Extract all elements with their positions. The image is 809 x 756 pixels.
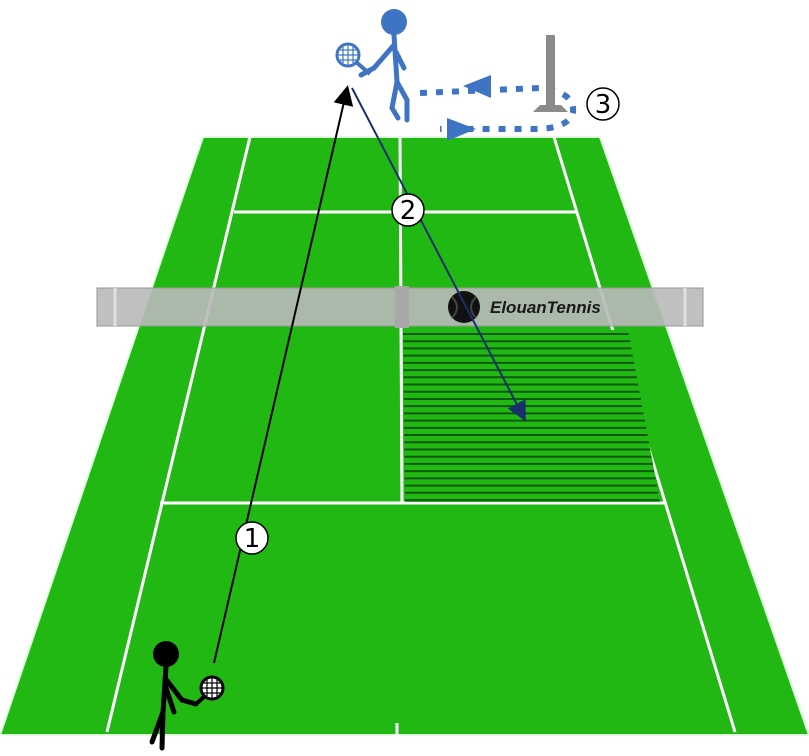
- top-racket-icon: [337, 44, 370, 74]
- step-3-label: 3: [595, 90, 612, 120]
- tennis-ball-icon: [448, 291, 480, 323]
- brand-name: ElouanTennis: [490, 298, 601, 317]
- step-2-badge: 2: [392, 194, 424, 226]
- arrow-left-icon: [463, 75, 491, 98]
- target-zone: [403, 330, 660, 502]
- step-1-badge: 1: [236, 522, 268, 554]
- step-1-label: 1: [244, 524, 261, 554]
- step-2-label: 2: [400, 196, 417, 226]
- net: [97, 286, 703, 328]
- step-3-badge: 3: [587, 88, 619, 120]
- top-player: [361, 9, 407, 120]
- pole-icon: [533, 35, 568, 112]
